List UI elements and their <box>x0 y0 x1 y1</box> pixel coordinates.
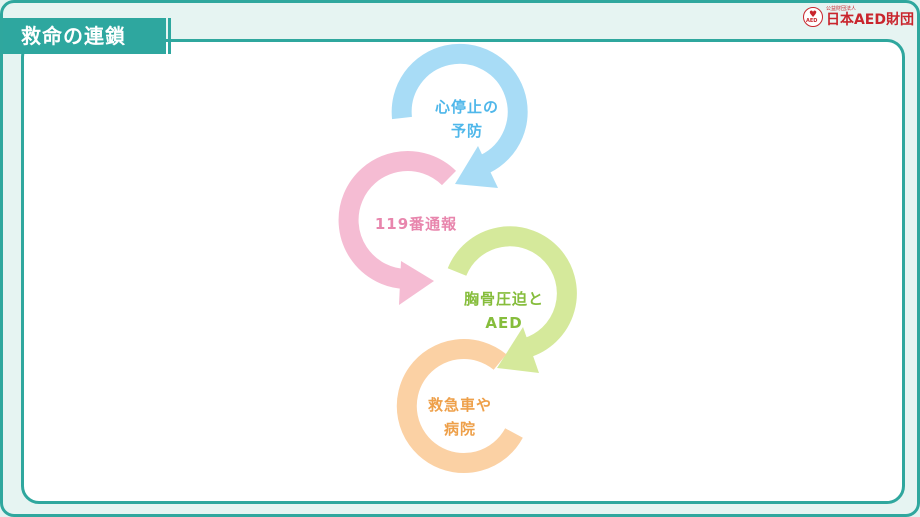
organization-logo: ♥ AED 公益財団法人 日本AED財団 <box>802 4 914 30</box>
page-title: 救命の連鎖 <box>3 18 171 54</box>
step-2-label: 119番通報 <box>374 215 458 233</box>
step-4-label: 救急車や 病院 <box>427 396 492 438</box>
step-2-arrow-head <box>399 261 434 305</box>
step-3-label: 胸骨圧迫と AED <box>463 290 544 332</box>
step-1-arrow-arc <box>391 43 528 173</box>
logo-subtitle: 公益財団法人 <box>825 6 856 12</box>
logo-name: 日本AED財団 <box>825 12 914 28</box>
step-3-arrow-head <box>497 327 539 373</box>
step-1-arrow-head <box>455 146 498 188</box>
step-2-arrow-arc <box>338 151 457 289</box>
step-4-arrow-arc <box>396 339 523 474</box>
step-3-arrow-arc <box>447 226 577 358</box>
aed-heart-logo-icon: ♥ AED <box>802 7 823 27</box>
step-1-label: 心停止の 予防 <box>434 98 499 140</box>
